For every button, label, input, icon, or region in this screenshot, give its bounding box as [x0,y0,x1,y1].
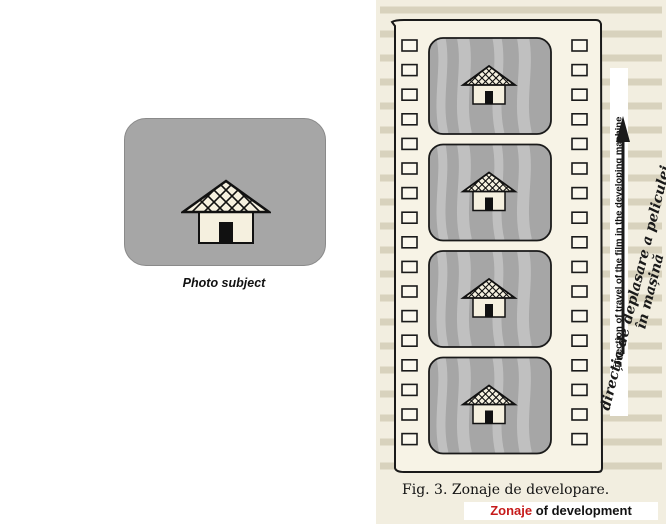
perforation-hole [401,432,418,446]
caption-rest: of development [535,503,632,518]
perforation-hole [401,137,418,151]
figure-caption: Fig. 3. Zonaje de developare. [402,482,610,498]
film-frames [428,37,552,455]
perforation-hole [401,88,418,101]
perforation-hole [401,260,418,274]
perforation-hole [571,211,588,224]
left-perforations [401,39,418,446]
perforation-hole [571,260,588,274]
perforation-hole [401,408,418,421]
perforation-hole [571,408,588,421]
perforation-hole [571,358,588,372]
caption-accent-word: Zonaje [490,503,533,518]
perforation-hole [571,113,588,126]
perforation-hole [571,432,588,446]
perforation-hole [571,309,588,323]
perforation-hole [571,63,588,77]
photo-subject-panel: Photo subject [124,118,326,290]
perforation-hole [401,358,418,372]
film-frame [428,356,552,455]
perforation-hole [401,162,418,175]
perforation-hole [571,383,588,397]
film-frame [428,143,552,242]
perforation-hole [401,39,418,52]
perforation-hole [571,39,588,52]
house-icon [181,179,271,244]
perforation-hole [401,186,418,200]
right-perforations [571,39,588,446]
perforation-hole [401,63,418,77]
perforation-hole [401,236,418,249]
perforation-hole [401,383,418,397]
perforation-hole [401,211,418,224]
perforation-hole [571,186,588,200]
arrow-up-icon [616,116,630,354]
perforation-hole [571,236,588,249]
film-frame [428,37,552,135]
photo-subject-frame [124,118,326,266]
perforation-hole [401,113,418,126]
perforation-hole [401,285,418,298]
perforation-hole [571,162,588,175]
perforation-hole [571,88,588,101]
figure-caption-translation: Zonaje of development [464,502,658,520]
perforation-hole [571,334,588,348]
perforation-hole [571,137,588,151]
film-frame [428,250,552,348]
perforation-hole [571,285,588,298]
perforation-hole [401,334,418,348]
perforation-hole [401,309,418,323]
photo-subject-caption: Photo subject [182,276,266,290]
